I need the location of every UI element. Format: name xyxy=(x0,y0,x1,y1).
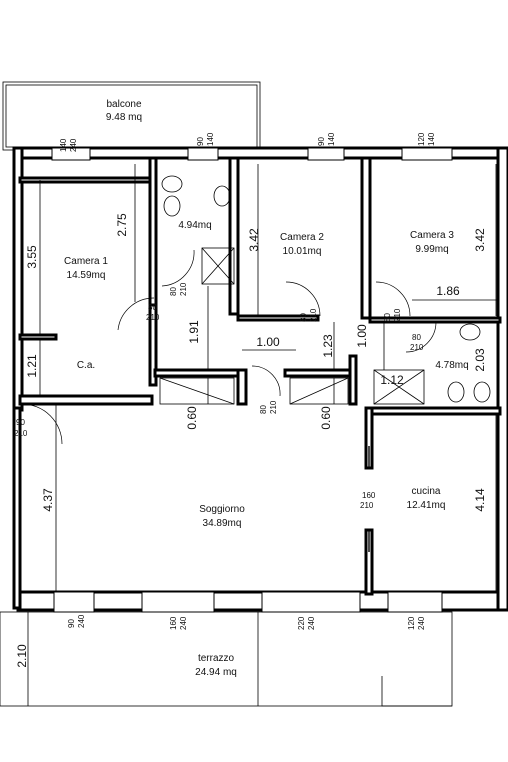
soggiorno-name: Soggiorno xyxy=(199,504,245,515)
door-bath2-b: 210 xyxy=(410,343,424,352)
door-entry-b: 210 xyxy=(14,429,28,438)
bath2-fixtures xyxy=(373,323,491,405)
dim-3-42-right: 3.42 xyxy=(473,228,487,252)
camera1-name: Camera 1 xyxy=(64,256,108,267)
cucina-area: 12.41mq xyxy=(407,500,446,511)
opening-c1-a: 140 xyxy=(59,138,68,152)
opening-t2-a: 160 xyxy=(169,616,178,630)
door-labels: 80 210 80 210 80 210 80 210 80 210 80 21… xyxy=(14,282,424,510)
terrazzo-name: terrazzo xyxy=(198,653,235,664)
balcone-area: 9.48 mq xyxy=(106,112,142,123)
top-windows xyxy=(51,147,453,161)
cucina-name: cucina xyxy=(412,486,441,497)
dim-1-23: 1.23 xyxy=(321,334,335,358)
dim-4-14: 4.14 xyxy=(473,488,487,512)
dim-1-21: 1.21 xyxy=(25,354,39,378)
terrazzo-step xyxy=(381,676,452,707)
outer-walls xyxy=(12,146,508,612)
opening-t4-b: 240 xyxy=(417,616,426,630)
terrazzo-outline xyxy=(0,611,453,707)
dim-2-03: 2.03 xyxy=(473,348,487,372)
dim-1-91: 1.91 xyxy=(187,320,201,344)
door-c3-a: 80 xyxy=(383,313,392,322)
opening-t1-b: 240 xyxy=(77,614,86,628)
dim-2-10: 2.10 xyxy=(15,644,29,668)
camera1-area: 14.59mq xyxy=(67,270,106,281)
opening-t2-b: 240 xyxy=(179,616,188,630)
door-c3-b: 210 xyxy=(393,308,402,322)
camera2-area: 10.01mq xyxy=(283,246,322,257)
dim-1-86: 1.86 xyxy=(436,284,460,298)
door-hall-b: 210 xyxy=(269,400,278,414)
door-hall-a: 80 xyxy=(259,405,268,414)
door-c2-b: 210 xyxy=(309,308,318,322)
opening-t4-a: 120 xyxy=(407,616,416,630)
interior-walls xyxy=(18,156,502,596)
dim-3-42-left: 3.42 xyxy=(247,228,261,252)
door-c1-a: 80 xyxy=(148,303,157,312)
soggiorno-area: 34.89mq xyxy=(203,518,242,529)
door-bath1-a: 80 xyxy=(169,287,178,296)
door-entry-a: 90 xyxy=(16,418,25,427)
bath1-area: 4.94mq xyxy=(178,220,211,231)
ca-name: C.a. xyxy=(77,360,95,371)
opening-t3-a: 220 xyxy=(297,616,306,630)
hall-fixtures xyxy=(159,377,349,405)
bath2-area: 4.78mq xyxy=(435,360,468,371)
opening-c3-a: 120 xyxy=(417,132,426,146)
opening-c2-b: 140 xyxy=(327,132,336,146)
dim-1-00-vertical: 1.00 xyxy=(355,324,369,348)
opening-c1-b: 240 xyxy=(69,138,78,152)
door-swings xyxy=(21,249,437,445)
bottom-windows xyxy=(53,591,443,613)
door-kitchen-a: 160 xyxy=(362,491,376,500)
camera3-name: Camera 3 xyxy=(410,230,454,241)
dim-0-60-right: 0.60 xyxy=(319,406,333,430)
balcone-name: balcone xyxy=(106,99,141,110)
dim-3-55: 3.55 xyxy=(25,245,39,269)
terrazzo-area: 24.94 mq xyxy=(195,667,237,678)
camera2-name: Camera 2 xyxy=(280,232,324,243)
dim-0-60-left: 0.60 xyxy=(185,406,199,430)
bath1-fixtures xyxy=(161,175,235,285)
opening-c2-a: 90 xyxy=(317,137,326,146)
opening-c3-b: 140 xyxy=(427,132,436,146)
dim-4-37: 4.37 xyxy=(41,488,55,512)
dim-1-00-horizontal: 1.00 xyxy=(256,335,280,349)
door-bath1-b: 210 xyxy=(179,282,188,296)
dim-2-75: 2.75 xyxy=(115,213,129,237)
opening-t1-a: 90 xyxy=(67,619,76,628)
opening-t3-b: 240 xyxy=(307,616,316,630)
terrazzo-window-labels: 90 240 160 240 220 240 120 240 xyxy=(67,614,426,630)
top-window-labels: 140 240 90 140 90 140 120 140 xyxy=(59,132,436,152)
door-c1-b: 210 xyxy=(146,313,160,322)
door-bath2-a: 80 xyxy=(412,333,421,342)
door-c2-a: 80 xyxy=(299,313,308,322)
opening-bath1-a: 90 xyxy=(196,137,205,146)
camera3-area: 9.99mq xyxy=(415,244,448,255)
dim-1-12: 1.12 xyxy=(380,373,404,387)
dimension-lines xyxy=(27,164,499,706)
opening-bath1-b: 140 xyxy=(206,132,215,146)
door-kitchen-b: 210 xyxy=(360,501,374,510)
